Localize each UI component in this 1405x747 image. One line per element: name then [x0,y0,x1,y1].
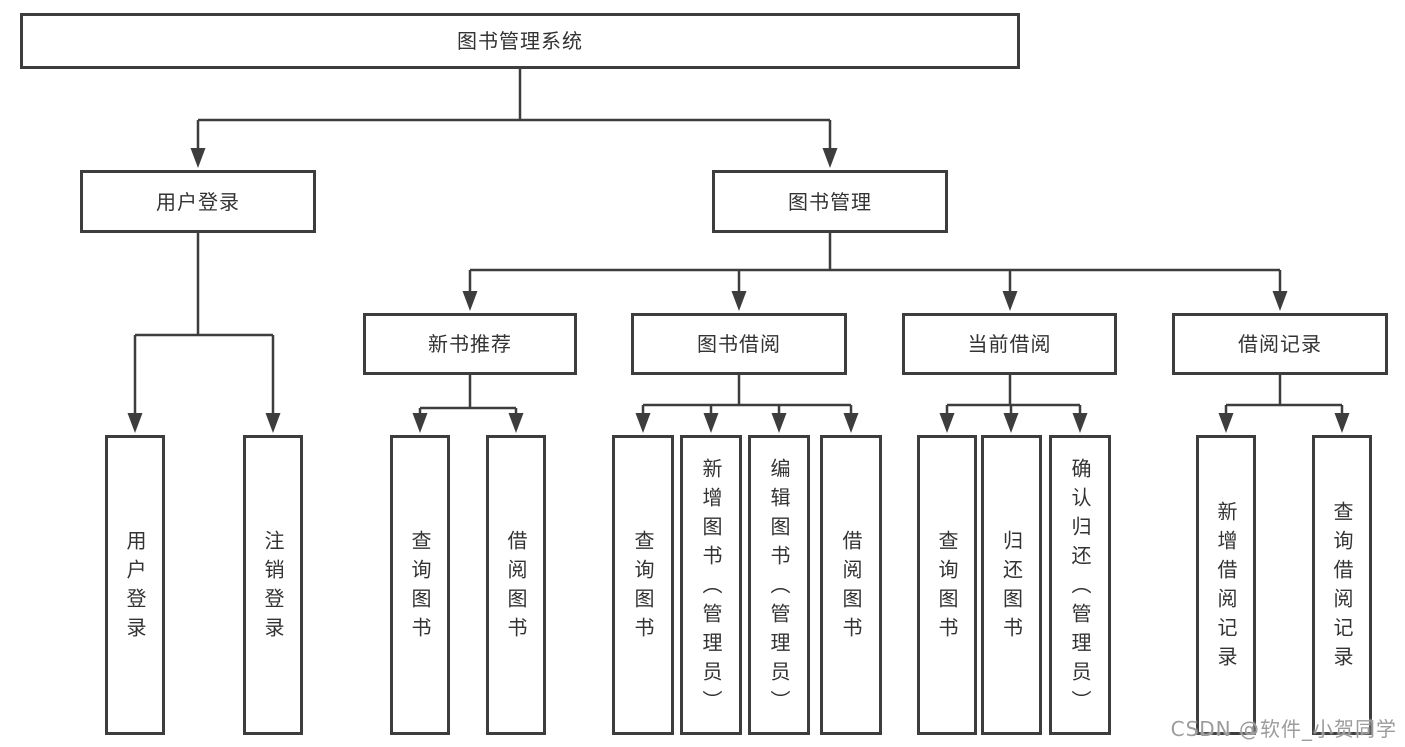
leaf-query-books-borrow: 查询图书 [612,435,674,735]
leaf-borrow-books-recommend: 借阅图书 [486,435,546,735]
csdn-watermark: CSDN @软件_小贺同学 [1170,717,1397,741]
node-root-library-management-system: 图书管理系统 [20,13,1020,69]
leaf-query-borrow-record: 查询借阅记录 [1312,435,1372,735]
node-user-login: 用户登录 [80,170,316,233]
leaf-borrow-books: 借阅图书 [820,435,882,735]
leaf-add-books-admin: 新增图书（管理员） [680,435,742,735]
leaf-query-books-recommend: 查询图书 [390,435,450,735]
node-current-borrow: 当前借阅 [902,313,1117,375]
node-borrow-records: 借阅记录 [1172,313,1388,375]
leaf-edit-books-admin: 编辑图书（管理员） [748,435,810,735]
arrowheads [127,148,1350,433]
leaf-logout-login: 注销登录 [243,435,303,735]
leaf-user-login: 用户登录 [105,435,165,735]
leaf-query-books-current: 查询图书 [917,435,977,735]
node-book-borrow: 图书借阅 [631,313,847,375]
leaf-confirm-return-admin: 确认归还（管理员） [1049,435,1111,735]
node-new-book-recommend: 新书推荐 [363,313,577,375]
leaf-add-borrow-record: 新增借阅记录 [1196,435,1256,735]
node-book-management: 图书管理 [712,170,948,233]
leaf-return-books: 归还图书 [981,435,1042,735]
